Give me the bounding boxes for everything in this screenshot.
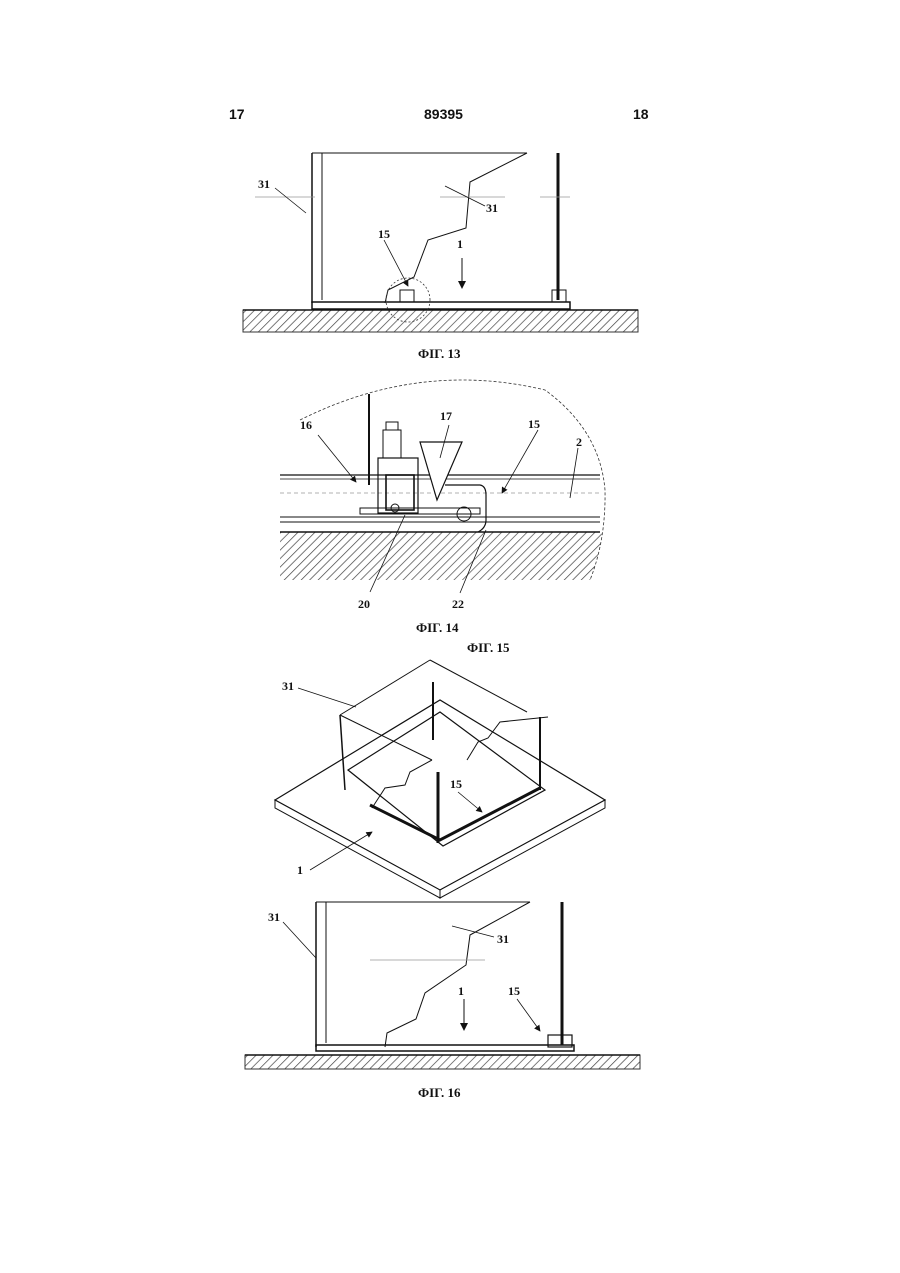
leader-15 [502, 430, 538, 493]
label-15: 15 [450, 777, 462, 791]
ground-hatch [280, 532, 610, 582]
hopper-funnel [420, 442, 462, 500]
label-15: 15 [508, 984, 520, 998]
figure-16-caption: ФІГ. 16 [418, 1085, 461, 1101]
leader-31-right [452, 926, 494, 937]
ground-hatch [245, 1055, 640, 1069]
label-1: 1 [457, 237, 463, 251]
ground-hatch [243, 310, 638, 332]
leader-31 [298, 688, 356, 707]
figure-15-drawing: 31 15 1 [0, 660, 900, 900]
label-31-left: 31 [268, 910, 280, 924]
figure-14-drawing: 16 17 15 2 20 22 [0, 380, 900, 620]
figure-13-caption: ФІГ. 13 [418, 346, 461, 362]
leader-31-right [445, 186, 485, 206]
label-17: 17 [440, 409, 452, 423]
leader-15 [517, 999, 540, 1031]
label-2: 2 [576, 435, 582, 449]
label-1: 1 [297, 863, 303, 877]
label-31: 31 [282, 679, 294, 693]
floor-platform [312, 302, 570, 309]
page-number-right: 18 [633, 106, 649, 122]
label-15: 15 [378, 227, 390, 241]
figure-16-drawing: 31 31 1 15 [0, 895, 900, 1075]
document-number: 89395 [424, 106, 463, 122]
break-line [385, 153, 527, 303]
control-box [386, 475, 414, 510]
label-31-right: 31 [486, 201, 498, 215]
break-line [385, 902, 530, 1047]
label-20: 20 [358, 597, 370, 611]
figure-15-caption: ФІГ. 15 [467, 640, 510, 656]
floor-platform [316, 1045, 574, 1051]
figure-13-drawing: 31 31 15 1 [0, 140, 900, 345]
label-15: 15 [528, 417, 540, 431]
page-number-left: 17 [229, 106, 245, 122]
label-1: 1 [458, 984, 464, 998]
label-31-right: 31 [497, 932, 509, 946]
label-16: 16 [300, 418, 312, 432]
leader-15 [384, 240, 408, 286]
pump-unit [400, 290, 414, 302]
motor-cap [386, 422, 398, 430]
leader-31-left [283, 922, 316, 958]
leader-31-left [275, 188, 306, 213]
label-22: 22 [452, 597, 464, 611]
leader-2 [570, 448, 578, 498]
motor-housing [383, 430, 401, 458]
label-31-left: 31 [258, 177, 270, 191]
figure-14-caption: ФІГ. 14 [416, 620, 459, 636]
back-wall-top [340, 660, 430, 715]
